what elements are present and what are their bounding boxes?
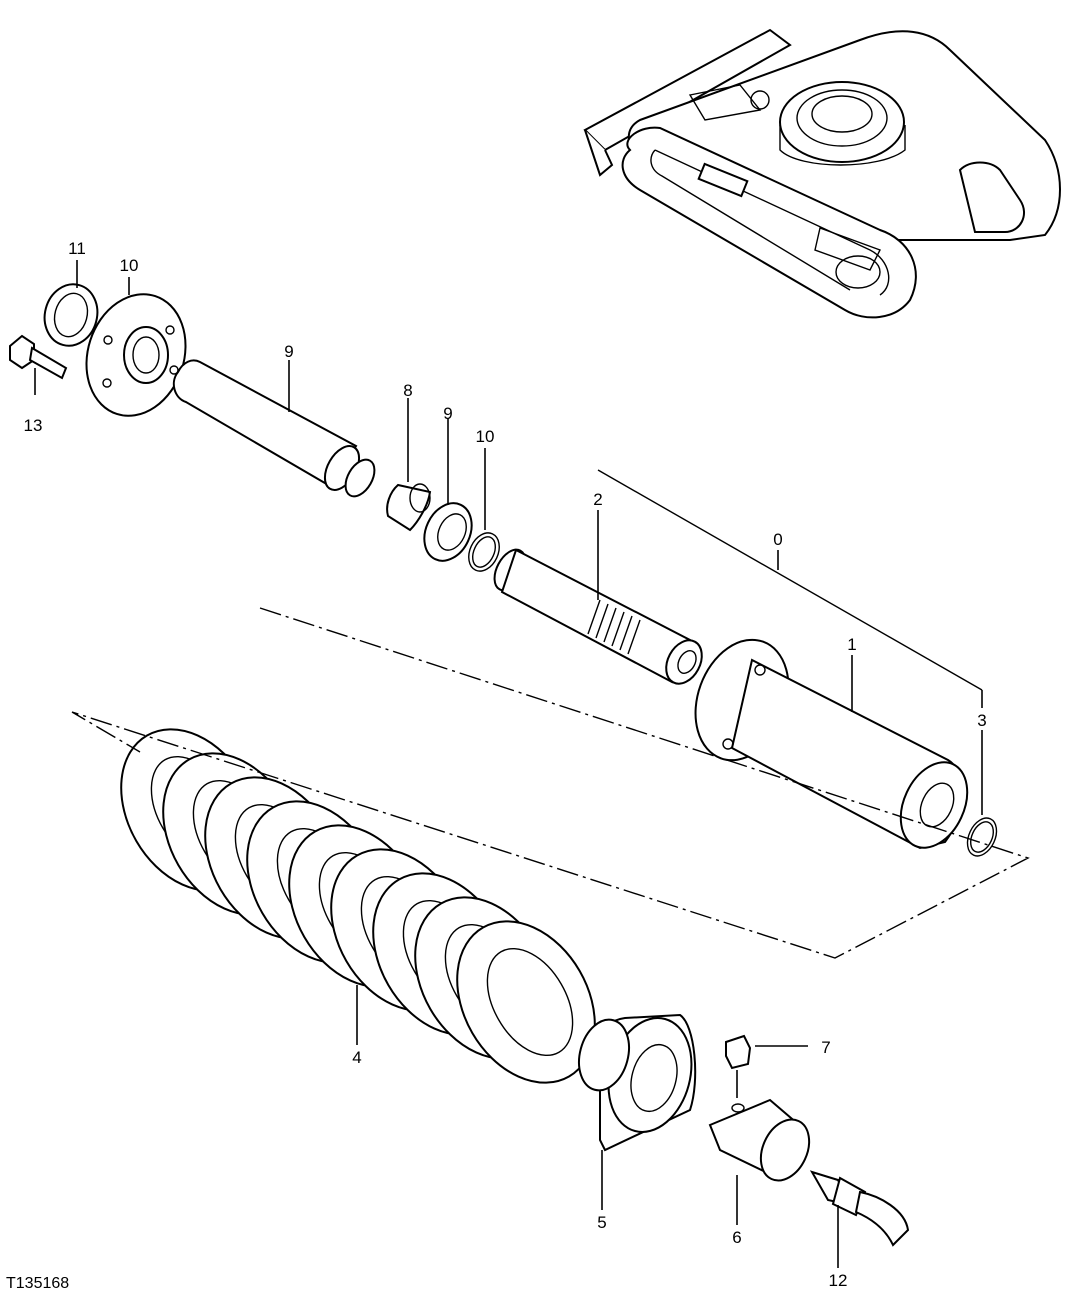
callout-5: 5 xyxy=(597,1213,606,1232)
callout-6: 6 xyxy=(732,1228,741,1247)
part-1-cylinder xyxy=(694,638,969,850)
part-2-rod xyxy=(493,548,703,685)
undercarriage-overview-illustration xyxy=(583,28,1061,319)
callout-9: 9 xyxy=(443,404,452,423)
callout-12: 10 xyxy=(120,256,139,275)
part-4-spring xyxy=(120,728,596,1084)
drawing-code: T135168 xyxy=(6,1275,69,1292)
spring-coil-inner xyxy=(486,947,574,1057)
part-7-plug xyxy=(725,1034,752,1070)
callout-16: 13 xyxy=(24,416,43,435)
part-12-flange xyxy=(85,293,187,417)
part-8-bushing xyxy=(386,483,432,532)
part-11-shaft xyxy=(172,359,376,498)
callout-15: 12 xyxy=(829,1271,848,1290)
part-9-bearing xyxy=(423,502,473,562)
callout-0: 0 xyxy=(773,530,782,549)
part-6-block xyxy=(708,1098,811,1182)
callout-4: 4 xyxy=(352,1048,361,1067)
callout-7: 7 xyxy=(821,1038,830,1057)
callout-13: 11 xyxy=(68,239,86,258)
part-13-seal xyxy=(43,283,99,347)
part-3-o-ring xyxy=(966,817,998,857)
callout-1: 1 xyxy=(847,635,856,654)
callout-3: 3 xyxy=(977,711,986,730)
part-10-snap-ring xyxy=(468,532,500,572)
assembly-outline-spring xyxy=(71,607,1030,959)
part-15-fitting xyxy=(809,1170,910,1247)
bracket-0-line xyxy=(597,469,983,691)
part-5-bracket xyxy=(578,1013,697,1152)
callout-10: 10 xyxy=(476,427,495,446)
callout-8: 8 xyxy=(403,381,412,400)
part-16-bolt xyxy=(9,334,68,380)
leader-lines xyxy=(34,260,983,1268)
callout-11: 9 xyxy=(284,342,293,361)
callout-2: 2 xyxy=(593,490,602,509)
